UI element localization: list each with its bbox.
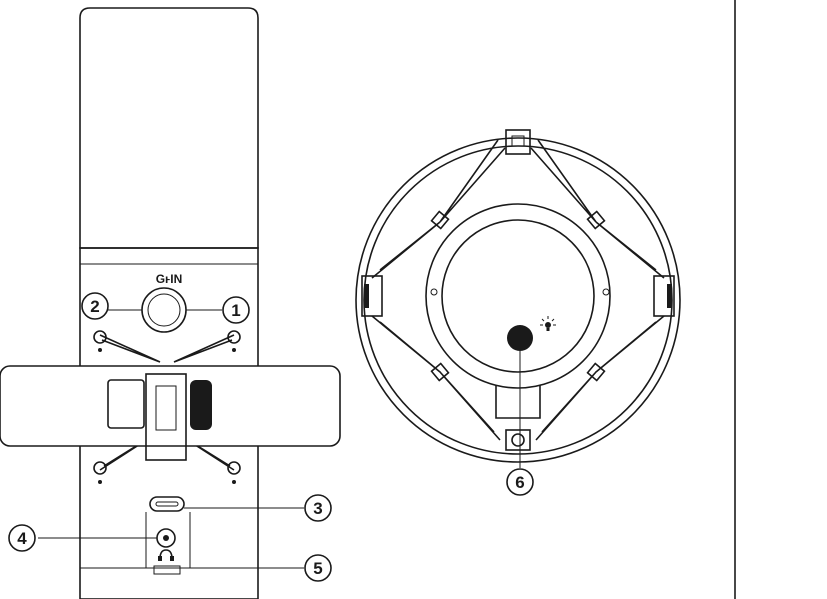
grommet-bottom-right <box>227 461 241 475</box>
shock-mount-band <box>0 365 341 447</box>
led-indicator <box>507 325 533 351</box>
headphone-icon <box>158 549 174 561</box>
callout-6: 6 <box>506 468 534 496</box>
light-bulb-icon <box>540 316 556 331</box>
microphone-top-view <box>355 129 681 463</box>
side-clip-right <box>653 275 675 317</box>
callout-2: 2 <box>81 292 109 320</box>
usb-c-port[interactable] <box>149 496 185 512</box>
mic-top-cap-inner <box>441 219 595 373</box>
svg-text:6: 6 <box>515 473 524 492</box>
svg-text:3: 3 <box>313 499 322 518</box>
suspension-arms-top <box>371 139 665 441</box>
svg-text:2: 2 <box>90 297 99 316</box>
gain-knob[interactable] <box>141 287 187 333</box>
bottom-arm-mount <box>495 385 541 419</box>
top-clip <box>505 129 531 155</box>
grommet-top-left <box>93 330 107 344</box>
grommet-bottom-left <box>93 461 107 475</box>
callout-3: 3 <box>304 494 332 522</box>
callout-leaders <box>38 309 521 569</box>
mic-grille <box>79 7 259 249</box>
side-clip-left <box>361 275 383 317</box>
clamp-knob[interactable] <box>190 380 212 430</box>
gain-label: GⱶIN <box>156 272 183 286</box>
mount-clamp <box>107 373 212 461</box>
callout-4: 4 <box>8 524 36 552</box>
svg-text:5: 5 <box>313 559 322 578</box>
svg-text:4: 4 <box>17 529 27 548</box>
callout-5: 5 <box>304 554 332 582</box>
svg-text:1: 1 <box>231 301 240 320</box>
callout-1: 1 <box>222 296 250 324</box>
grommet-top-right <box>227 330 241 344</box>
microphone-front-view: GⱶIN <box>0 7 341 599</box>
shock-mount-inner-ring <box>363 145 673 455</box>
mic-top-cap-outer <box>425 203 611 389</box>
shock-mount-outer-ring <box>355 137 681 463</box>
